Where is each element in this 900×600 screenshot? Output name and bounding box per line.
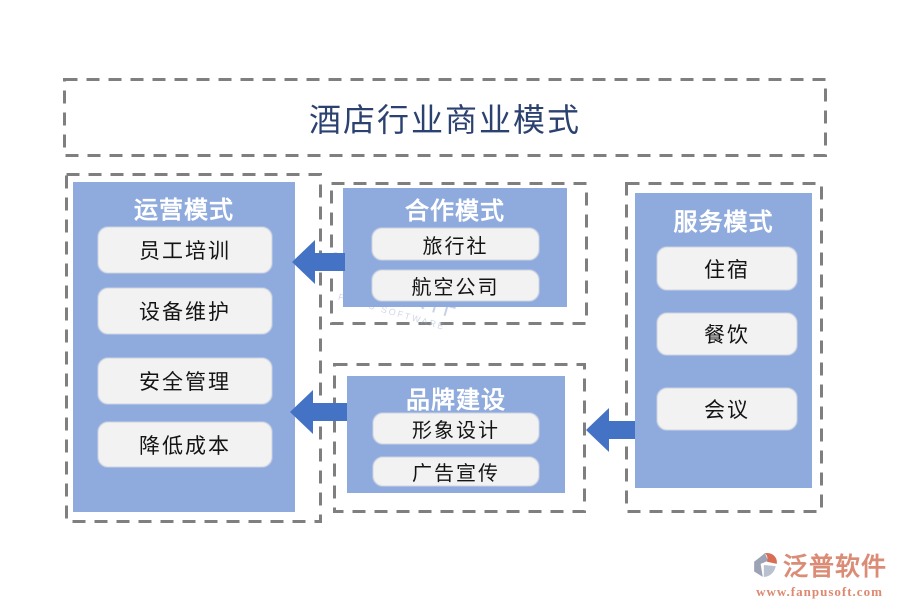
item-airline-company: 航空公司 bbox=[372, 270, 539, 301]
footer-logo: 泛普软件 www.fanpusoft.com bbox=[752, 547, 887, 600]
item-travel-agency: 旅行社 bbox=[372, 228, 539, 260]
panel-service: 服务模式 住宿 餐饮 会议 bbox=[635, 193, 812, 488]
panel-title-operation: 运营模式 bbox=[134, 197, 234, 224]
item-safety-management: 安全管理 bbox=[98, 358, 272, 404]
item-image-design: 形象设计 bbox=[373, 413, 539, 444]
arrow-service-to-brand bbox=[586, 408, 635, 452]
panel-title-service: 服务模式 bbox=[673, 209, 774, 236]
item-catering: 餐饮 bbox=[657, 313, 797, 355]
operation-group-dashed-border bbox=[65, 173, 322, 523]
diagram-title: 酒店行业商业模式 bbox=[308, 100, 581, 139]
arrow-cooperation-to-operation bbox=[292, 240, 345, 284]
arrow-brand-to-operation bbox=[290, 390, 347, 434]
footer-brand-text: 泛普软件 bbox=[783, 553, 888, 581]
footer-url-text: www.fanpusoft.com bbox=[756, 584, 883, 599]
item-meeting: 会议 bbox=[657, 388, 797, 430]
item-accommodation: 住宿 bbox=[657, 247, 797, 290]
item-equipment-maintenance: 设备维护 bbox=[98, 288, 272, 334]
item-cost-reduction: 降低成本 bbox=[98, 422, 272, 467]
service-group-dashed-border bbox=[625, 182, 823, 513]
panel-brand: 品牌建设 形象设计 广告宣传 bbox=[347, 376, 565, 493]
panel-title-cooperation: 合作模式 bbox=[405, 198, 505, 225]
item-staff-training: 员工培训 bbox=[98, 227, 272, 273]
panel-title-brand: 品牌建设 bbox=[406, 387, 506, 414]
panel-operation: 运营模式 员工培训 设备维护 安全管理 降低成本 bbox=[73, 182, 295, 512]
fanpu-logo-icon bbox=[754, 553, 777, 577]
item-advertising: 广告宣传 bbox=[373, 457, 539, 486]
panel-cooperation: 合作模式 旅行社 航空公司 bbox=[343, 188, 567, 307]
title-dashed-border bbox=[63, 78, 827, 157]
